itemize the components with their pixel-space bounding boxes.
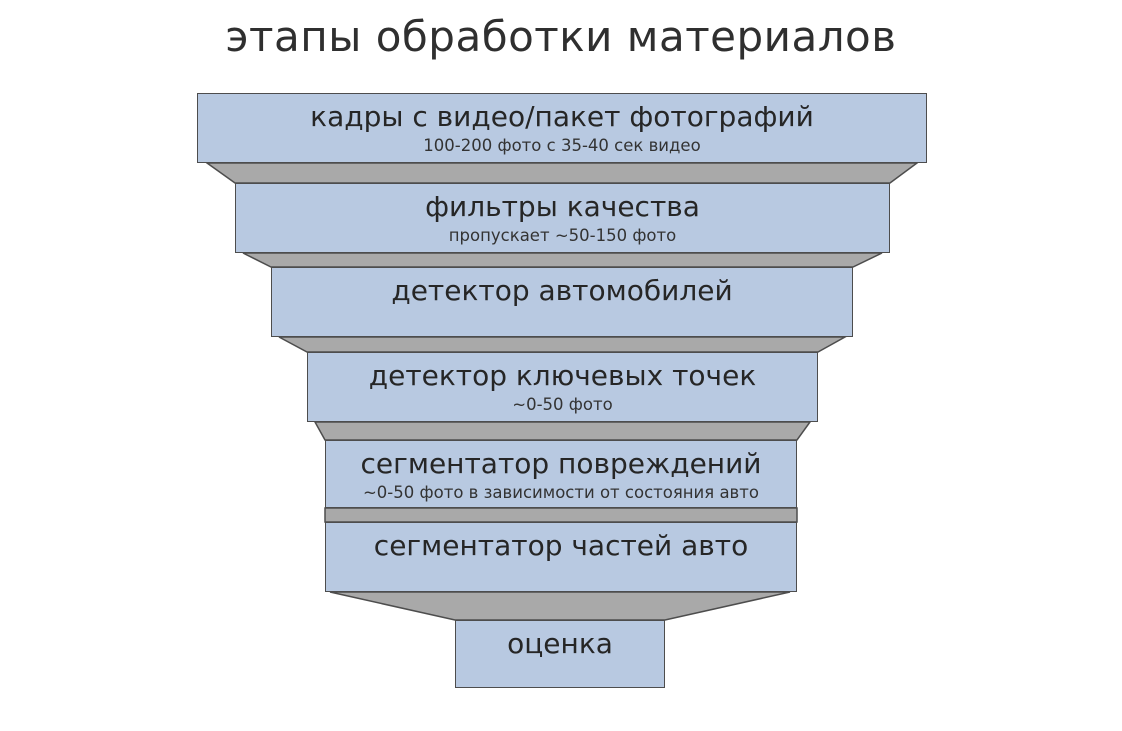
stage-keypoint-detector: детектор ключевых точек ~0-50 фото (307, 352, 818, 422)
stage-label: сегментатор частей авто (373, 529, 749, 562)
stage-evaluation: оценка (455, 620, 665, 688)
diagram-title: этапы обработки материалов (225, 12, 897, 61)
stage-label: фильтры качества (425, 190, 700, 223)
stage-sublabel: 100-200 фото с 35-40 сек видео (423, 136, 701, 155)
stage-label: детектор автомобилей (391, 274, 733, 307)
stage-label: кадры с видео/пакет фотографий (310, 100, 814, 133)
stage-sublabel: пропускает ~50-150 фото (448, 226, 677, 245)
stage-sublabel: ~0-50 фото (512, 395, 613, 414)
stage-car-detector: детектор автомобилей (271, 267, 853, 337)
connector-2 (242, 252, 883, 268)
stage-quality-filters: фильтры качества пропускает ~50-150 фото (235, 183, 890, 253)
stage-video-frames: кадры с видео/пакет фотографий 100-200 ф… (197, 93, 927, 163)
connector-1 (204, 162, 920, 184)
connector-6 (329, 591, 791, 621)
connector-4 (313, 421, 812, 441)
stage-damage-segmenter: сегментатор повреждений ~0-50 фото в зав… (325, 440, 797, 508)
connector-3 (278, 336, 848, 353)
stage-sublabel: ~0-50 фото в зависимости от состояния ав… (362, 483, 759, 502)
stage-label: оценка (507, 627, 613, 660)
stage-car-parts-segmenter: сегментатор частей авто (325, 522, 797, 592)
stage-label: детектор ключевых точек (368, 359, 757, 392)
stage-label: сегментатор повреждений (360, 447, 762, 480)
connector-5 (324, 507, 798, 523)
